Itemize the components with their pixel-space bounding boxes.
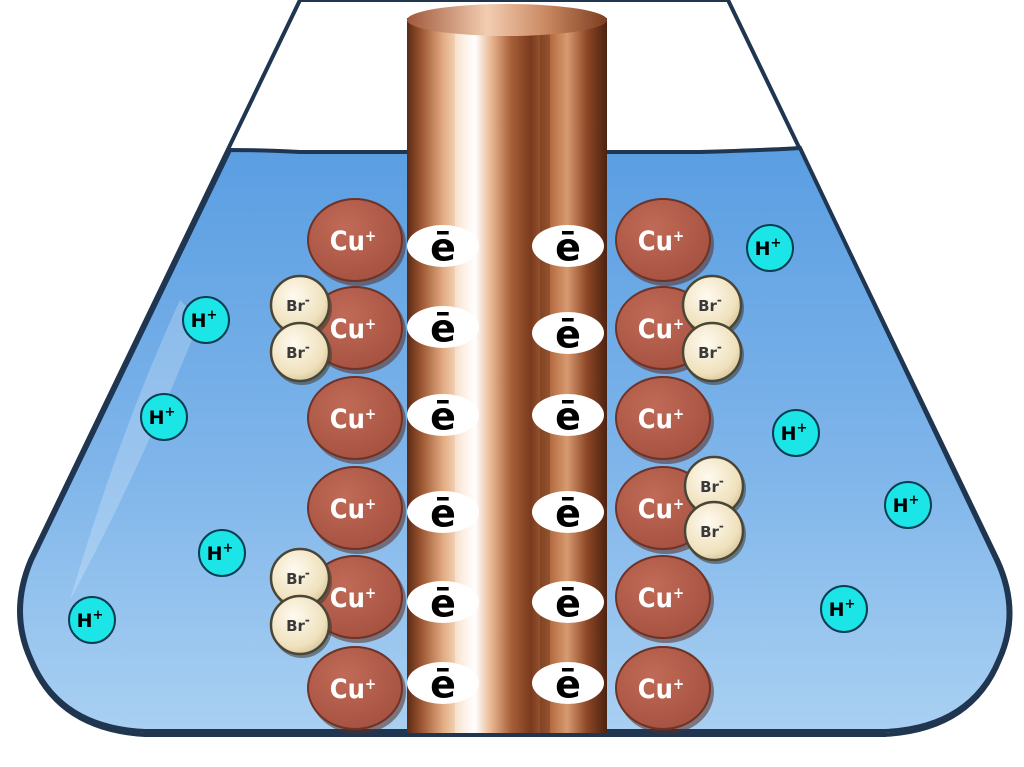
bromide-ion: Br- (269, 321, 332, 385)
electron: ē (407, 306, 479, 350)
bromide-ion: Br- (683, 500, 746, 564)
bromide-ion: Br- (269, 274, 332, 338)
ion-label: Cu+ (330, 226, 376, 257)
copper-ion: Cu+ (615, 555, 714, 643)
bromide-ion: Br- (269, 594, 332, 658)
ion-label: Cu+ (638, 494, 684, 525)
ion-label: Cu+ (638, 226, 684, 257)
electron: ē (407, 662, 479, 706)
bromide-ion: Br- (681, 274, 744, 338)
electron-label: ē (430, 662, 456, 706)
ion-label: H+ (781, 421, 808, 445)
ion-label: H+ (149, 405, 176, 429)
ion-label: Cu+ (330, 583, 376, 614)
electron-label: ē (555, 581, 581, 625)
electron: ē (407, 394, 479, 438)
ion-label: H+ (77, 608, 104, 632)
glass-reflection (70, 300, 200, 600)
ion-label: Cu+ (638, 314, 684, 345)
ion-label: H+ (755, 236, 782, 260)
copper-ion: Cu+ (615, 646, 714, 734)
ion-label: Br- (286, 340, 310, 362)
copper-ion: Cu+ (615, 198, 714, 286)
electron: ē (407, 491, 479, 535)
electron: ē (532, 491, 604, 535)
hydrogen-ion: H+ (68, 596, 116, 644)
ion-label: Br- (286, 613, 310, 635)
electron-label: ē (430, 581, 456, 625)
electron: ē (532, 581, 604, 625)
copper-ion: Cu+ (307, 646, 406, 734)
electron: ē (532, 312, 604, 356)
electron: ē (532, 394, 604, 438)
hydrogen-ion: H+ (820, 585, 868, 633)
ion-label: Br- (698, 340, 722, 362)
ion-label: Cu+ (638, 674, 684, 705)
ion-label: Cu+ (330, 494, 376, 525)
electron: ē (532, 662, 604, 706)
ion-label: H+ (207, 541, 234, 565)
ion-label: Br- (700, 474, 724, 496)
bromide-ion: Br- (683, 455, 746, 519)
hydrogen-ion: H+ (746, 224, 794, 272)
ions: Cu+ Cu+ Cu+ Cu+ Cu+ Cu+ Cu+ Cu+ Cu+ Cu+ Cu+ Cu+ Br- B… (68, 198, 932, 734)
ion-label: Cu+ (638, 583, 684, 614)
ion-label: Cu+ (330, 404, 376, 435)
electron-label: ē (555, 491, 581, 535)
bromide-ion: Br- (269, 547, 332, 611)
copper-rod-top (407, 4, 607, 36)
electron-label: ē (430, 306, 456, 350)
hydrogen-ion: H+ (198, 529, 246, 577)
electron: ē (407, 581, 479, 625)
copper-ion: Cu+ (307, 555, 406, 643)
hydrogen-ion: H+ (182, 296, 230, 344)
ion-label: Cu+ (330, 674, 376, 705)
ion-label: Br- (286, 293, 310, 315)
ion-label: Br- (700, 519, 724, 541)
electron-label: ē (430, 491, 456, 535)
hydrogen-ion: H+ (772, 409, 820, 457)
electron-label: ē (555, 312, 581, 356)
copper-ion: Cu+ (307, 376, 406, 464)
copper-ion: Cu+ (307, 198, 406, 286)
copper-ion: Cu+ (615, 376, 714, 464)
ion-label: Cu+ (330, 314, 376, 345)
electron-label: ē (430, 225, 456, 269)
hydrogen-ion: H+ (140, 393, 188, 441)
electron-label: ē (430, 394, 456, 438)
electron-label: ē (555, 394, 581, 438)
ion-label: Br- (286, 566, 310, 588)
ion-label: H+ (893, 493, 920, 517)
copper-rod (407, 18, 607, 733)
hydrogen-ion: H+ (884, 481, 932, 529)
electron: ē (407, 225, 479, 269)
copper-ion: Cu+ (307, 466, 406, 554)
electron: ē (532, 225, 604, 269)
electron-label: ē (555, 225, 581, 269)
ion-label: H+ (191, 308, 218, 332)
ion-label: Cu+ (638, 404, 684, 435)
ion-label: Br- (698, 293, 722, 315)
bromide-ion: Br- (681, 321, 744, 385)
ion-label: H+ (829, 597, 856, 621)
electron-label: ē (555, 662, 581, 706)
